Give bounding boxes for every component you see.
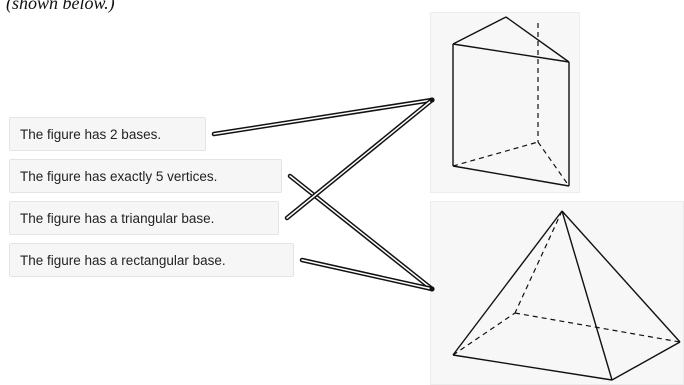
statement-triangular-base[interactable]: The figure has a triangular base. bbox=[9, 201, 279, 235]
pyramid-hidden-edge bbox=[514, 210, 563, 314]
pyramid-base-edge bbox=[611, 341, 681, 381]
instructions-heading-fragment: (shown below.) bbox=[6, 0, 115, 13]
statement-two-bases[interactable]: The figure has 2 bases. bbox=[9, 117, 206, 151]
connector-line-five-vertices[interactable] bbox=[287, 173, 435, 292]
prism-top-edge bbox=[505, 16, 570, 63]
rectangular-pyramid-drawing bbox=[452, 210, 681, 381]
pyramid-lateral-edge bbox=[561, 210, 613, 381]
statement-rectangular-base[interactable]: The figure has a rectangular base. bbox=[9, 243, 294, 277]
prism-bottom-edge bbox=[452, 165, 570, 187]
triangular-prism-drawing bbox=[452, 16, 570, 187]
pyramid-lateral-edge bbox=[452, 210, 563, 356]
pyramid-lateral-edge bbox=[561, 210, 681, 343]
prism-top-edge bbox=[452, 16, 507, 45]
prism-top-edge bbox=[452, 43, 570, 63]
pyramid-hidden-edge bbox=[514, 312, 681, 343]
pyramid-hidden-edge bbox=[452, 312, 516, 356]
triangular-prism-figure[interactable] bbox=[430, 12, 580, 193]
rectangular-pyramid-figure[interactable] bbox=[430, 201, 684, 385]
connector-line-two-bases[interactable] bbox=[211, 97, 435, 137]
pyramid-base-edge bbox=[452, 354, 613, 381]
prism-hidden-edge bbox=[452, 141, 539, 167]
connector-line-triangular-base[interactable] bbox=[284, 97, 435, 221]
connector-line-rectangular-base[interactable] bbox=[299, 257, 435, 292]
statement-five-vertices[interactable]: The figure has exactly 5 vertices. bbox=[9, 159, 282, 193]
prism-hidden-edge bbox=[537, 141, 570, 187]
